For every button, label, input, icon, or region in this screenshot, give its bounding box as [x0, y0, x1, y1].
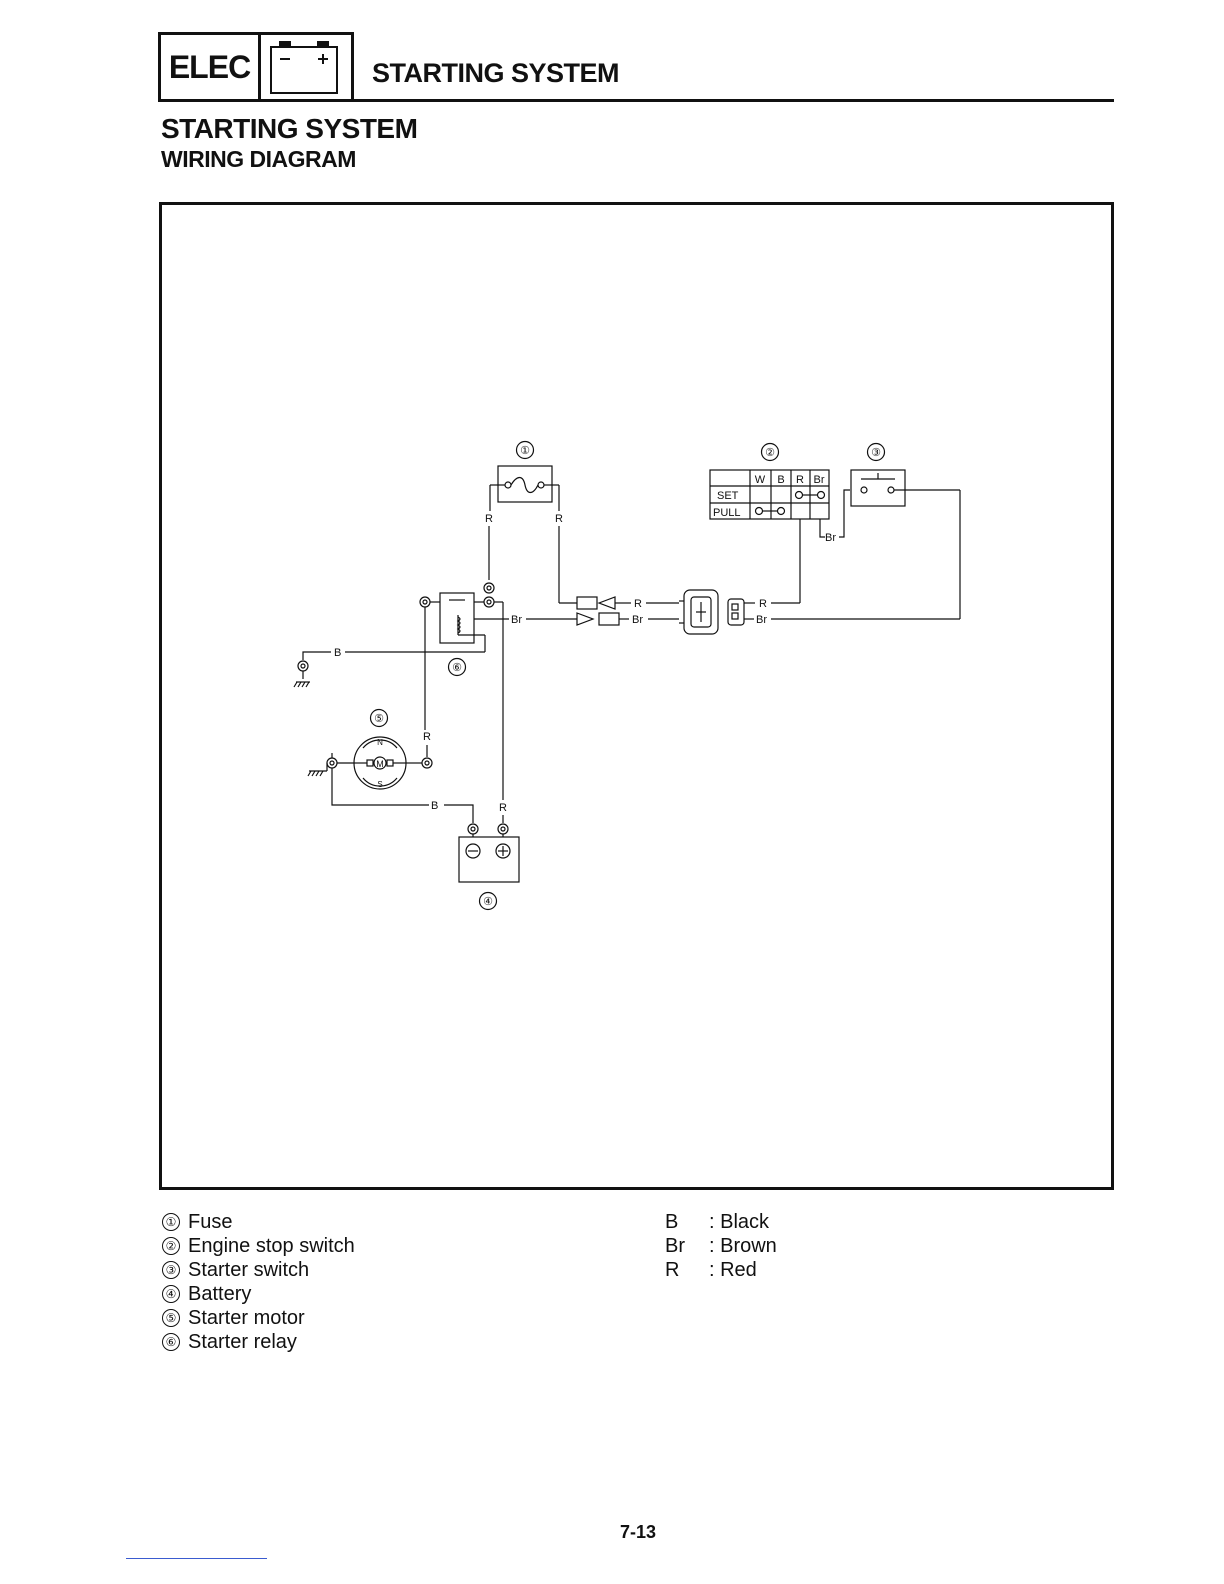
starter-relay-symbol: [420, 583, 509, 652]
svg-text:S: S: [377, 780, 382, 789]
callout-engine-stop-switch: ②: [762, 444, 779, 461]
section-badge: ELEC: [158, 32, 354, 102]
bottom-link-underline: [126, 1558, 267, 1559]
header-rule: [354, 99, 1114, 102]
main-harness-connector: [679, 590, 744, 634]
legend-item: ① Fuse: [162, 1210, 355, 1234]
starter-switch-symbol: [851, 470, 960, 506]
color-code: B: [665, 1210, 709, 1234]
page-number: 7-13: [620, 1522, 656, 1543]
elec-label: ELEC: [161, 35, 261, 99]
legend-number: ②: [162, 1237, 180, 1255]
legend-number: ⑥: [162, 1333, 180, 1351]
legend-number: ④: [162, 1285, 180, 1303]
svg-text:PULL: PULL: [713, 507, 741, 519]
wiring-diagram: ① ② ③ ④ ⑤ ⑥: [159, 202, 1114, 1190]
svg-text:④: ④: [483, 896, 493, 908]
component-legend: ① Fuse ② Engine stop switch ③ Starter sw…: [162, 1210, 355, 1354]
wire-color-codes: B : Black Br : Brown R : Red: [665, 1210, 777, 1282]
callout-starter-switch: ③: [868, 444, 885, 461]
callout-battery: ④: [480, 893, 497, 910]
callout-starter-relay: ⑥: [449, 659, 466, 676]
color-meaning: : Brown: [709, 1234, 777, 1258]
svg-text:③: ③: [871, 447, 881, 459]
coupler-br: Br: [577, 613, 679, 626]
wire-label-br: Br: [756, 614, 767, 626]
wire-label-r: R: [485, 513, 493, 525]
color-code: Br: [665, 1234, 709, 1258]
color-code-row: B : Black: [665, 1210, 777, 1234]
legend-number: ③: [162, 1261, 180, 1279]
svg-text:R: R: [634, 598, 642, 610]
callout-starter-motor: ⑤: [371, 710, 388, 727]
engine-stop-switch-table: W B R Br SET PULL: [710, 470, 829, 519]
legend-item: ⑤ Starter motor: [162, 1306, 355, 1330]
color-code-row: Br : Brown: [665, 1234, 777, 1258]
starter-motor-symbol: N S M: [308, 737, 432, 789]
battery-icon: [261, 35, 351, 99]
legend-label: Starter switch: [188, 1258, 309, 1282]
legend-label: Battery: [188, 1282, 251, 1306]
wire-label-r: R: [423, 731, 431, 743]
section-title: STARTING SYSTEM: [161, 113, 417, 145]
svg-text:①: ①: [520, 445, 530, 457]
legend-number: ①: [162, 1213, 180, 1231]
section-subtitle: WIRING DIAGRAM: [161, 146, 356, 173]
wire-label-r: R: [759, 598, 767, 610]
color-code-row: R : Red: [665, 1258, 777, 1282]
color-meaning: : Red: [709, 1258, 757, 1282]
svg-text:B: B: [777, 474, 784, 486]
color-code: R: [665, 1258, 709, 1282]
wire-label-br: Br: [825, 532, 836, 544]
svg-text:Br: Br: [814, 474, 825, 486]
svg-text:W: W: [755, 474, 766, 486]
legend-item: ③ Starter switch: [162, 1258, 355, 1282]
battery-symbol: [459, 824, 519, 882]
legend-item: ④ Battery: [162, 1282, 355, 1306]
legend-label: Starter relay: [188, 1330, 297, 1354]
wire-label-br: Br: [511, 614, 522, 626]
wire-label-r: R: [555, 513, 563, 525]
svg-text:②: ②: [765, 447, 775, 459]
svg-text:⑥: ⑥: [452, 662, 462, 674]
wire-label-b: B: [334, 647, 341, 659]
fuse-symbol: [490, 466, 559, 511]
legend-label: Starter motor: [188, 1306, 305, 1330]
legend-label: Fuse: [188, 1210, 232, 1234]
wire-label-b: B: [431, 800, 438, 812]
svg-text:N: N: [377, 738, 383, 747]
legend-item: ② Engine stop switch: [162, 1234, 355, 1258]
ground-symbol: [294, 661, 310, 687]
color-meaning: : Black: [709, 1210, 769, 1234]
callout-fuse: ①: [517, 442, 534, 459]
coupler-r: R: [577, 597, 679, 610]
svg-text:R: R: [796, 474, 804, 486]
legend-label: Engine stop switch: [188, 1234, 355, 1258]
legend-number: ⑤: [162, 1309, 180, 1327]
header-title: STARTING SYSTEM: [372, 58, 619, 89]
svg-text:SET: SET: [717, 490, 739, 502]
legend-item: ⑥ Starter relay: [162, 1330, 355, 1354]
svg-text:M: M: [376, 759, 384, 769]
svg-text:Br: Br: [632, 614, 643, 626]
wire-label-r: R: [499, 802, 507, 814]
svg-text:⑤: ⑤: [374, 713, 384, 725]
